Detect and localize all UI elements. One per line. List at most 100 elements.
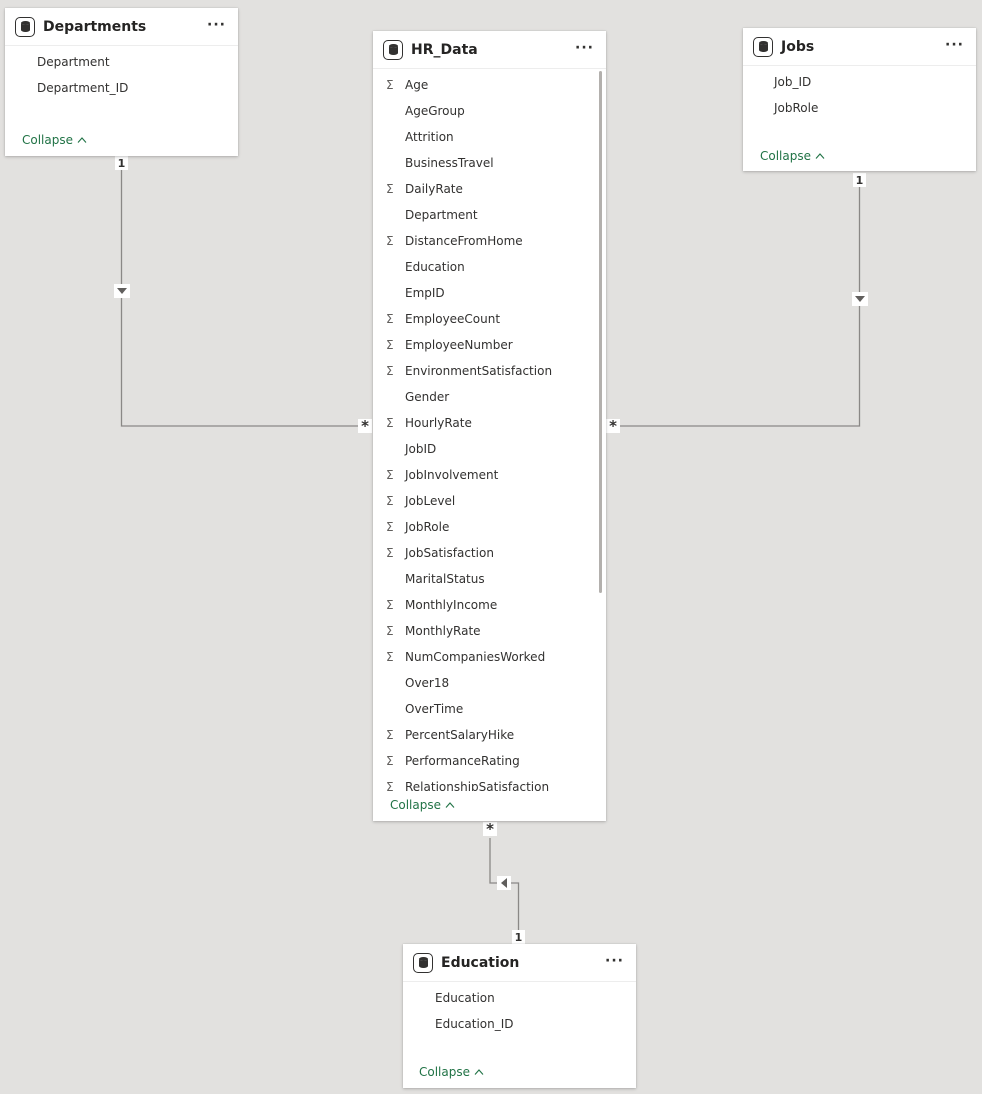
field-employeenumber[interactable]: Σ EmployeeNumber	[373, 332, 597, 358]
sigma-icon: Σ	[386, 468, 394, 482]
sigma-icon: Σ	[386, 520, 394, 534]
table-card-education[interactable]: Education ··· Education Education_ID Col…	[403, 944, 636, 1088]
table-header[interactable]: Jobs ···	[743, 28, 976, 66]
field-department[interactable]: Department	[37, 49, 128, 75]
table-card-jobs[interactable]: Jobs ··· Job_ID JobRole Collapse	[743, 28, 976, 171]
field-label: DailyRate	[405, 182, 463, 196]
field-jobrole[interactable]: JobRole	[774, 95, 818, 121]
collapse-button[interactable]: Collapse	[22, 133, 87, 147]
sigma-icon: Σ	[386, 338, 394, 352]
table-header[interactable]: Education ···	[403, 944, 636, 982]
field-jobinvolvement[interactable]: Σ JobInvolvement	[373, 462, 597, 488]
filter-direction-arrow[interactable]	[852, 292, 868, 306]
sigma-icon: Σ	[386, 728, 394, 742]
field-empid[interactable]: EmpID	[373, 280, 597, 306]
sigma-icon: Σ	[386, 78, 394, 92]
cardinality-one: 1	[853, 173, 866, 187]
chevron-up-icon	[474, 1067, 484, 1078]
sigma-icon: Σ	[386, 754, 394, 768]
cardinality-one: 1	[115, 156, 128, 170]
field-label: HourlyRate	[405, 416, 472, 430]
field-label: Gender	[405, 390, 450, 404]
cardinality-many: *	[483, 820, 497, 838]
field-label: JobLevel	[405, 494, 456, 508]
field-agegroup[interactable]: AgeGroup	[373, 98, 597, 124]
field-numcompaniesworked[interactable]: Σ NumCompaniesWorked	[373, 644, 597, 670]
collapse-button[interactable]: Collapse	[760, 149, 825, 163]
field-label: EnvironmentSatisfaction	[405, 364, 553, 378]
table-title: Education	[441, 954, 520, 971]
field-label: MaritalStatus	[405, 572, 485, 586]
scrollbar[interactable]	[599, 71, 602, 593]
cardinality-many: *	[606, 417, 620, 435]
sigma-icon: Σ	[386, 312, 394, 326]
field-businesstravel[interactable]: BusinessTravel	[373, 150, 597, 176]
field-education-id[interactable]: Education_ID	[435, 1011, 514, 1037]
field-maritalstatus[interactable]: MaritalStatus	[373, 566, 597, 592]
collapse-label: Collapse	[22, 133, 73, 147]
more-options-icon[interactable]: ···	[605, 953, 624, 969]
sigma-icon: Σ	[386, 650, 394, 664]
field-label: Department_ID	[37, 81, 129, 95]
field-department[interactable]: Department	[373, 202, 597, 228]
table-card-departments[interactable]: Departments ··· Department Department_ID…	[5, 8, 238, 156]
field-label: MonthlyRate	[405, 624, 481, 638]
field-label: Attrition	[405, 130, 454, 144]
field-label: Education_ID	[435, 1017, 514, 1031]
sigma-icon: Σ	[386, 364, 394, 378]
jobs-hr-line[interactable]	[606, 187, 861, 427]
field-label: Over18	[405, 676, 450, 690]
table-header[interactable]: Departments ···	[5, 8, 238, 46]
table-title: HR_Data	[411, 41, 478, 58]
field-performancerating[interactable]: Σ PerformanceRating	[373, 748, 597, 774]
collapse-label: Collapse	[760, 149, 811, 163]
field-job-id[interactable]: Job_ID	[774, 69, 818, 95]
departments-hr-line[interactable]	[120, 170, 373, 427]
field-label: NumCompaniesWorked	[405, 650, 546, 664]
filter-direction-arrow[interactable]	[114, 284, 130, 298]
field-label: Education	[405, 260, 465, 274]
field-label: Education	[435, 991, 495, 1005]
field-label: PerformanceRating	[405, 754, 520, 768]
more-options-icon[interactable]: ···	[207, 17, 226, 33]
more-options-icon[interactable]: ···	[945, 37, 964, 53]
field-environmentsatisfaction[interactable]: Σ EnvironmentSatisfaction	[373, 358, 597, 384]
filter-direction-arrow[interactable]	[497, 876, 511, 890]
field-department-id[interactable]: Department_ID	[37, 75, 128, 101]
field-label: EmpID	[405, 286, 445, 300]
sigma-icon: Σ	[386, 182, 394, 196]
collapse-button[interactable]: Collapse	[390, 798, 455, 812]
field-education[interactable]: Education	[435, 985, 514, 1011]
collapse-button[interactable]: Collapse	[419, 1065, 484, 1079]
sigma-icon: Σ	[386, 780, 394, 791]
field-label: EmployeeNumber	[405, 338, 513, 352]
database-icon	[753, 36, 773, 57]
database-icon	[413, 952, 433, 973]
field-overtime[interactable]: OverTime	[373, 696, 597, 722]
field-over18[interactable]: Over18	[373, 670, 597, 696]
field-gender[interactable]: Gender	[373, 384, 597, 410]
field-label: JobInvolvement	[405, 468, 499, 482]
field-dailyrate[interactable]: Σ DailyRate	[373, 176, 597, 202]
field-label: JobID	[405, 442, 437, 456]
field-jobid[interactable]: JobID	[373, 436, 597, 462]
database-icon	[15, 16, 35, 37]
field-attrition[interactable]: Attrition	[373, 124, 597, 150]
table-header[interactable]: HR_Data ···	[373, 31, 606, 69]
field-education[interactable]: Education	[373, 254, 597, 280]
field-label: Department	[37, 55, 110, 69]
more-options-icon[interactable]: ···	[575, 40, 594, 56]
